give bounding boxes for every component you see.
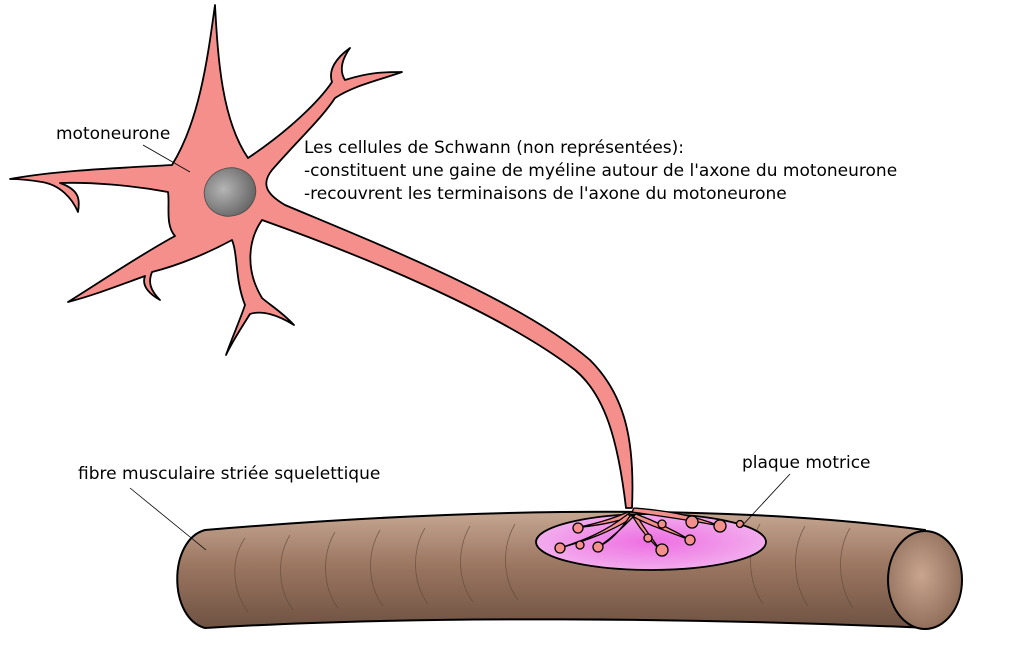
label-schwann-line1: -constituent une gaine de myéline autour… <box>304 161 897 181</box>
label-schwann-line2: -recouvrent les terminaisons de l'axone … <box>304 184 787 204</box>
axon-terminals <box>554 507 745 557</box>
muscle-fiber-end <box>887 530 963 630</box>
label-motor-end-plate: plaque motrice <box>742 453 871 473</box>
label-neuron: motoneurone <box>56 124 170 144</box>
nucleus <box>203 167 257 217</box>
leader-line-neuron <box>142 144 191 173</box>
label-schwann-title: Les cellules de Schwann (non représentée… <box>304 138 684 158</box>
label-muscle-fiber: fibre musculaire striée squelettique <box>78 464 380 484</box>
motor-neuron <box>9 4 634 509</box>
leader-line-plate <box>739 473 791 529</box>
neuron-cell-body <box>9 4 634 509</box>
leader-line-muscle <box>129 487 207 551</box>
leader-lines <box>129 144 791 551</box>
